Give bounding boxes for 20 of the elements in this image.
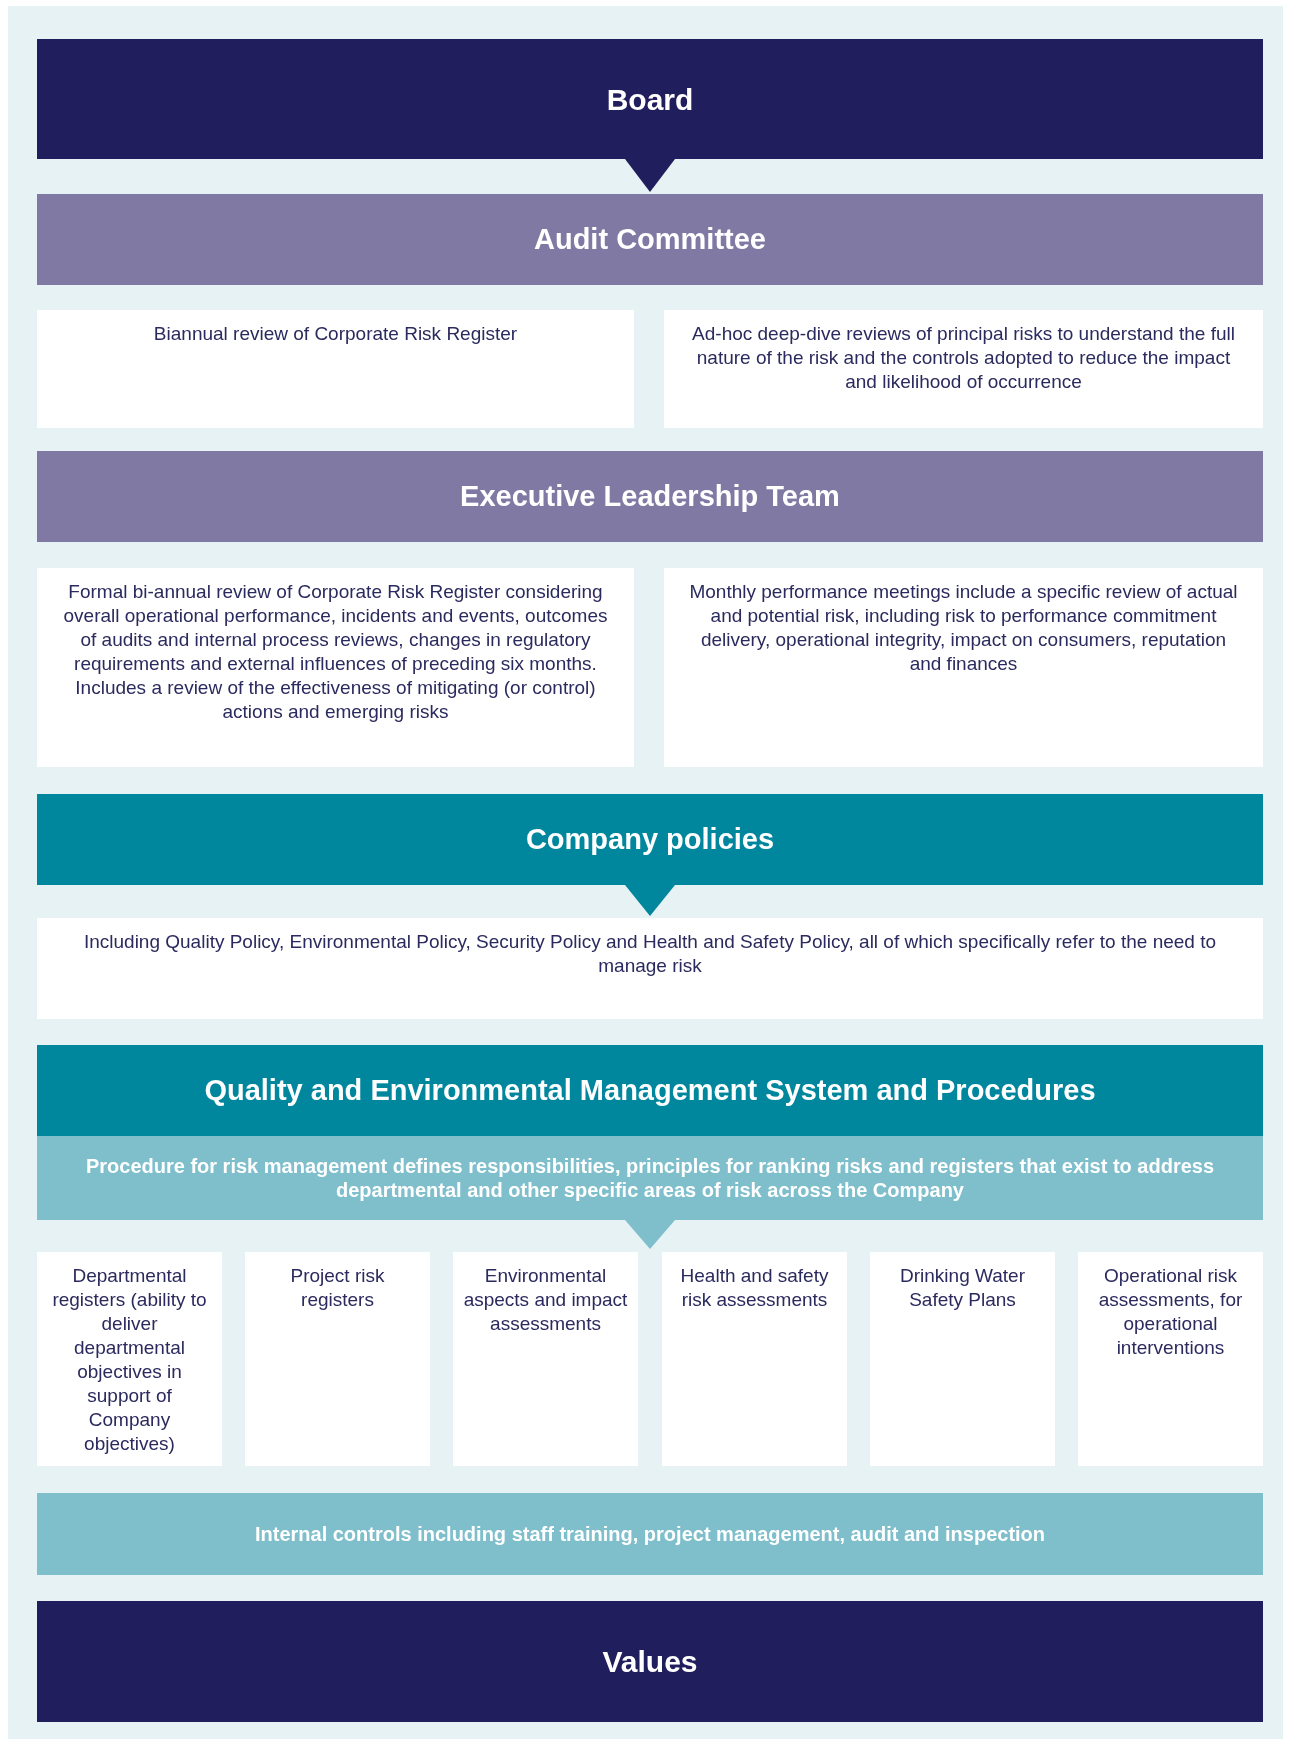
header-bar: Quality and Environmental Management System and Procedures [37,1045,1263,1136]
text-box: Operational risk assessments, for operational interventions [1078,1252,1263,1466]
arrow [625,159,675,192]
text-box: Ad-hoc deep-dive reviews of principal risks to understand the full nature of the risk and the controls adopted to reduce the impact and likelihood of occurrence [664,310,1263,428]
arrow [625,885,675,916]
header-bar: Executive Leadership Team [37,451,1263,542]
text-box: Formal bi-annual review of Corporate Risk Register considering overall operational performance, incidents and events, outcomes of audits and internal process reviews, changes in regulatory requirements and external influences of preceding six months. Includes a review of the effectiveness of mitigating (or control) actions and emerging risks [37,568,634,767]
header-bar: Audit Committee [37,194,1263,285]
info-band: Internal controls including staff training, project management, audit and inspection [37,1493,1263,1575]
header-bar: Values [37,1601,1263,1722]
arrow [625,1220,675,1249]
text-box: Monthly performance meetings include a specific review of actual and potential risk, including risk to performance commitment delivery, operational integrity, impact on consumers, reputation and finances [664,568,1263,767]
text-box: Including Quality Policy, Environmental Policy, Security Policy and Health and Safety Policy, all of which specifically refer to the need to manage risk [37,918,1263,1019]
text-box: Drinking Water Safety Plans [870,1252,1055,1466]
text-box: Departmental registers (ability to deliver departmental objectives in support of Company objectives) [37,1252,222,1466]
text-box: Project risk registers [245,1252,430,1466]
header-bar: Board [37,39,1263,159]
text-box: Biannual review of Corporate Risk Register [37,310,634,428]
text-box: Environmental aspects and impact assessments [453,1252,638,1466]
text-box: Health and safety risk assessments [662,1252,847,1466]
